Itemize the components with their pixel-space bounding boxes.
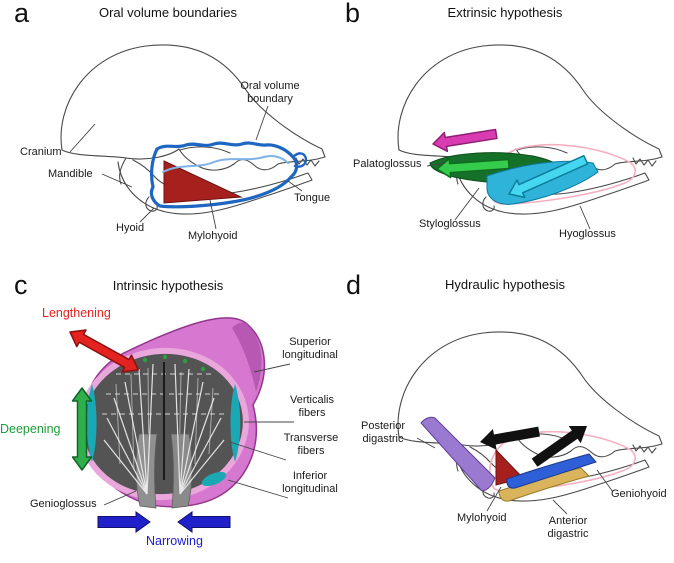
- panel-b-letter: b: [345, 0, 361, 28]
- label-styloglossus: Styloglossus: [419, 218, 481, 230]
- panel-a: a Oral volume boundaries Oral volume bou…: [0, 0, 337, 272]
- pointer-lines: [103, 363, 294, 506]
- hydraulic-arrow-forward: [531, 426, 587, 467]
- geniohyoid-muscle: [506, 453, 597, 489]
- label-hyoid: Hyoid: [116, 222, 145, 234]
- label-transverse-fibers: Transverse fibers: [283, 432, 339, 457]
- pointer-lines: [416, 437, 614, 515]
- label-mylohyoid: Mylohyoid: [457, 512, 507, 524]
- label-mylohyoid: Mylohyoid: [188, 230, 238, 242]
- lengthening-arrow: [69, 329, 139, 373]
- hydraulic-arrow-back: [480, 426, 540, 450]
- narrowing-arrow-right: [177, 511, 231, 533]
- panel-c-letter: c: [14, 270, 28, 300]
- panel-b-drawing: [397, 44, 663, 230]
- panel-d: d Hydraulic hypothesis Posterior digastr…: [337, 272, 674, 563]
- label-posterior-digastric: Posterior digastric: [360, 420, 406, 445]
- panel-a-letter: a: [14, 0, 30, 28]
- posterior-digastric-muscle: [420, 416, 496, 491]
- label-superior-longitudinal: Superior longitudinal: [282, 336, 338, 361]
- label-tongue: Tongue: [294, 192, 331, 204]
- label-genioglossus: Genioglossus: [30, 498, 97, 510]
- genioglossus-bundle-left: [135, 433, 158, 509]
- panel-a-title: Oral volume boundaries: [98, 5, 238, 20]
- panel-a-drawing: [60, 44, 326, 230]
- label-palatoglossus: Palatoglossus: [353, 158, 422, 170]
- label-inferior-longitudinal: Inferior longitudinal: [282, 470, 338, 495]
- mylohyoid-shape: [163, 160, 243, 204]
- deepening-arrow: [71, 387, 93, 471]
- label-mandible: Mandible: [48, 168, 93, 180]
- panel-d-title: Hydraulic hypothesis: [445, 277, 565, 292]
- label-oral-volume-boundary: Oral volume boundary: [240, 80, 300, 105]
- styloglossus-arrow: [436, 157, 510, 179]
- label-narrowing: Narrowing: [146, 534, 203, 548]
- palatoglossus-arrow: [432, 128, 498, 153]
- panel-b: b Extrinsic hypothesis Palatoglossus Sty…: [337, 0, 674, 272]
- boundary-front-curl: [291, 152, 308, 168]
- label-geniohyoid: Geniohyoid: [611, 488, 667, 500]
- tongue-tip-shading: [232, 322, 262, 392]
- panel-c: c Intrinsic hypothesis Lengthening Deepe…: [0, 270, 338, 563]
- panel-c-drawing: [69, 317, 294, 533]
- hyoglossus-arrow: [508, 154, 589, 199]
- panel-d-drawing: [397, 331, 663, 515]
- pointer-lines: [69, 105, 303, 230]
- label-anterior-digastric: Anterior digastric: [547, 515, 589, 540]
- panel-d-letter: d: [346, 270, 362, 300]
- label-lengthening: Lengthening: [42, 306, 111, 320]
- oral-volume-boundary-outline: [149, 141, 299, 209]
- panel-b-title: Extrinsic hypothesis: [447, 5, 563, 20]
- label-verticalis-fibers: Verticalis fibers: [289, 394, 335, 419]
- label-hyoglossus: Hyoglossus: [559, 228, 616, 240]
- label-cranium: Cranium: [20, 146, 62, 158]
- tongue-dorsum-line: [162, 154, 289, 173]
- label-deepening: Deepening: [0, 422, 61, 436]
- narrowing-arrow-left: [97, 511, 151, 533]
- panel-c-title: Intrinsic hypothesis: [112, 278, 224, 293]
- pointer-lines: [426, 162, 591, 230]
- verticalis-patch-left: [86, 384, 97, 462]
- inferior-longitudinal-patch: [201, 471, 227, 487]
- genioglossus-fan-fibers: [103, 363, 225, 495]
